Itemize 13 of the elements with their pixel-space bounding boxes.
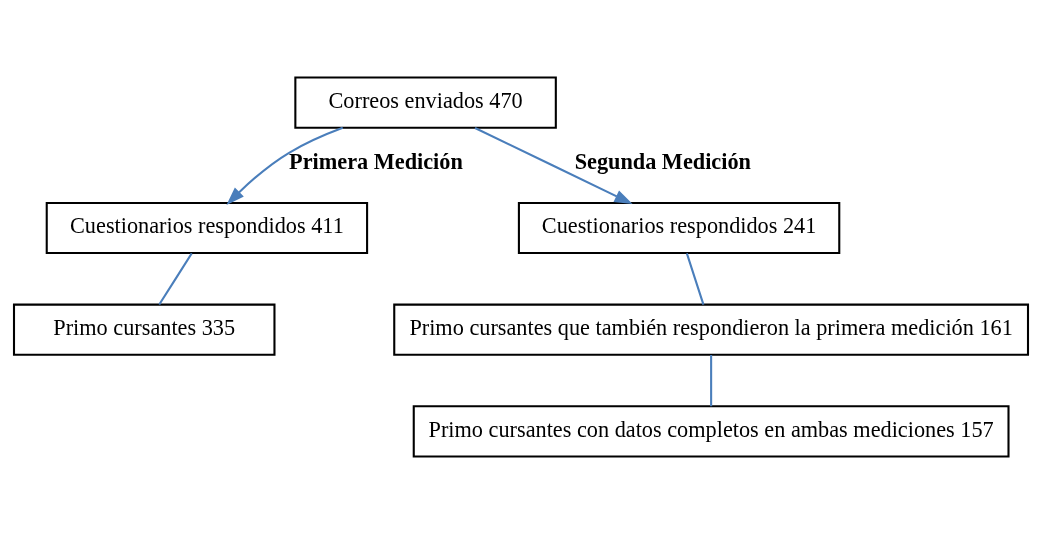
edge-label: Primera Medición <box>289 148 463 174</box>
edge-label: Segunda Medición <box>574 148 751 174</box>
node-box: Cuestionarios respondidos 241 <box>517 201 841 254</box>
node-box: Primo cursantes que también respondieron la primera medición 161 <box>393 303 1030 356</box>
node-box: Primo cursantes 335 <box>12 303 276 356</box>
node-box: Cuestionarios respondidos 411 <box>45 201 369 254</box>
connector <box>158 252 193 305</box>
connector <box>685 252 705 305</box>
node-box: Correos enviados 470 <box>294 76 557 129</box>
arrow <box>226 126 344 205</box>
connector <box>710 354 713 406</box>
node-box: Primo cursantes con datos completos en ambas mediciones 157 <box>412 404 1010 457</box>
arrow <box>474 126 633 204</box>
